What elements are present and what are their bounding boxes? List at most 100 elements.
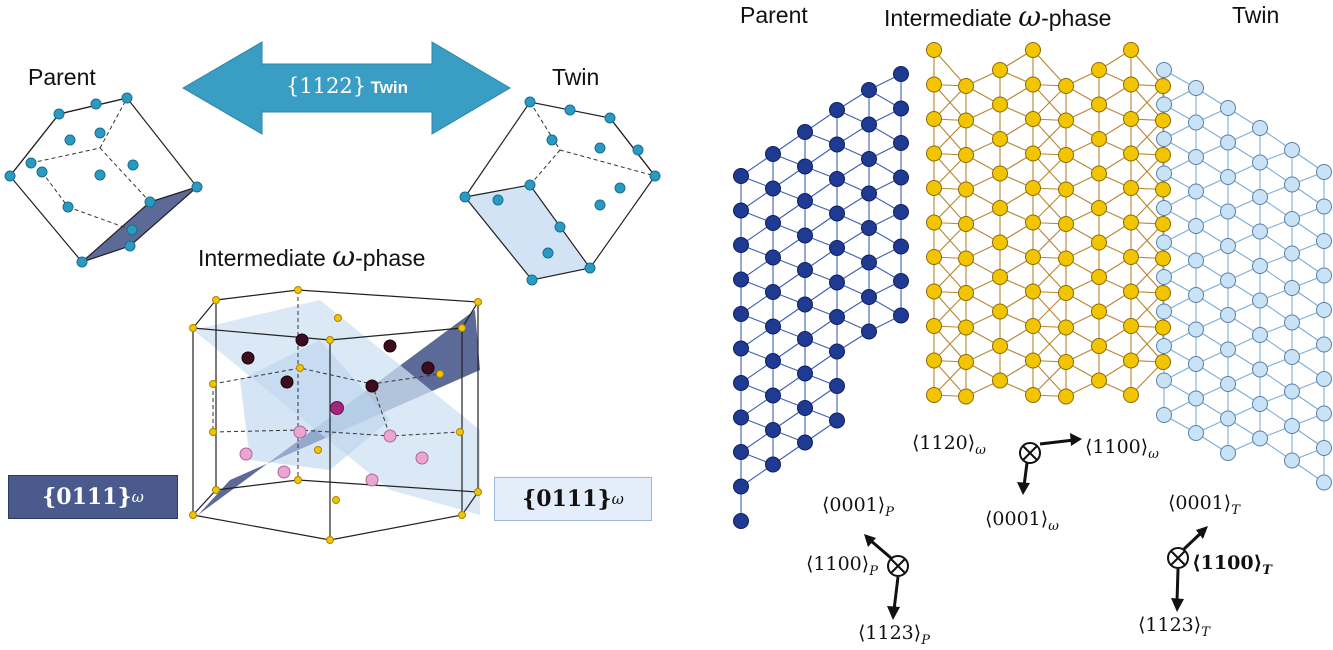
left-panel-graphics — [4, 41, 661, 544]
omega-atom — [1123, 111, 1139, 127]
twin-atom — [1156, 269, 1172, 285]
twin-atom — [1156, 96, 1172, 113]
twin-atom — [1284, 349, 1300, 365]
parent-atom — [893, 100, 909, 117]
twin-atom — [1220, 341, 1236, 358]
omega-atom — [926, 387, 942, 403]
omega-atom — [1155, 285, 1171, 301]
parent-atom — [733, 202, 749, 219]
parent-atom — [765, 318, 781, 335]
omega-atom — [1123, 318, 1139, 334]
omega-atom — [1058, 250, 1074, 267]
omega-atom — [1091, 338, 1107, 354]
omega-atom — [1123, 283, 1139, 300]
parent-atom — [797, 434, 813, 451]
twin-atom — [1188, 252, 1204, 269]
twin-atom — [1284, 418, 1300, 434]
omega-atom — [1091, 131, 1107, 147]
twin-arrow-label: {1122} Twin — [262, 74, 432, 98]
omega-atom — [926, 76, 942, 93]
omega-atom — [1155, 319, 1171, 336]
twin-atom — [1156, 234, 1172, 251]
twin-atom — [1188, 425, 1204, 441]
twin-atom — [1156, 62, 1172, 78]
left-omega-symbol: ω — [332, 240, 356, 273]
parent-atom — [765, 146, 781, 162]
omega-atom — [1058, 388, 1074, 405]
parent-atom — [829, 205, 845, 222]
direction-arrows — [864, 433, 1208, 620]
twin-atom — [1156, 407, 1172, 423]
omega-atom — [958, 216, 974, 232]
omega-atom — [992, 200, 1008, 216]
omega-atom — [1155, 78, 1171, 94]
twin-double-arrow — [182, 41, 511, 135]
twin-atom — [1156, 338, 1172, 354]
omega-atom — [958, 285, 974, 301]
left-omega-title-pre: Intermediate — [198, 245, 333, 271]
twin-unit-cell — [459, 96, 661, 286]
plane-light-sub: ω — [611, 490, 624, 508]
parent-unit-cell — [4, 92, 203, 268]
twin-atom — [1156, 165, 1172, 182]
omega-atom — [958, 319, 974, 336]
twin-atom — [1188, 218, 1204, 234]
twin-atom — [1156, 131, 1172, 147]
twin-atom — [1252, 154, 1268, 171]
parent-atom — [861, 151, 877, 167]
twin-atom — [1316, 336, 1332, 353]
twin-atom — [1188, 149, 1204, 165]
omega-atom — [1091, 200, 1107, 216]
twin-atom — [1316, 164, 1332, 180]
twin-atom — [1316, 267, 1332, 284]
parent-atom — [733, 513, 749, 529]
parent-atom — [797, 262, 813, 278]
parent-atom — [829, 412, 845, 429]
omega-phase-prism — [189, 286, 482, 544]
omega-atom — [958, 354, 974, 370]
omega-atom — [1155, 216, 1171, 232]
dir-omega-0001: ⟨0001⟩ω — [985, 508, 1059, 534]
omega-atom — [958, 250, 974, 267]
twin-atom — [1220, 272, 1236, 289]
omega-atom — [1123, 214, 1139, 231]
omega-atom — [926, 352, 942, 369]
twin-atom — [1220, 169, 1236, 185]
parent-atom — [765, 456, 781, 473]
parent-atom — [829, 136, 845, 153]
parent-atom — [797, 296, 813, 313]
omega-atom — [1025, 180, 1041, 196]
twin-atom — [1188, 356, 1204, 372]
parent-atom — [765, 215, 781, 231]
twin-atom — [1252, 396, 1268, 412]
twin-atom — [1188, 114, 1204, 131]
twin-atom — [1188, 287, 1204, 303]
parent-atom — [829, 240, 845, 256]
parent-atom — [765, 422, 781, 438]
parent-atom — [861, 289, 877, 305]
right-twin-label: Twin — [1232, 2, 1280, 28]
omega-atom — [1091, 269, 1107, 285]
omega-atom — [926, 214, 942, 231]
omega-atom — [1091, 372, 1107, 389]
parent-atom — [797, 124, 813, 140]
parent-atom — [861, 254, 877, 271]
twin-atom — [1252, 430, 1268, 447]
twin-atom — [1156, 372, 1172, 389]
twin-atom — [1284, 176, 1300, 193]
omega-atom — [1025, 387, 1041, 403]
twin-arrow-plane: {1122} — [285, 74, 367, 98]
twin-atom — [1220, 238, 1236, 254]
omega-atom — [1025, 111, 1041, 127]
dir-omega-1120: ⟨1120⟩ω — [912, 432, 986, 458]
omega-atom — [1123, 76, 1139, 93]
left-twin-label: Twin — [552, 64, 600, 90]
omega-atom — [1123, 180, 1139, 196]
twin-atom — [1284, 314, 1300, 331]
omega-atom — [926, 111, 942, 127]
parent-atom — [733, 375, 749, 391]
dir-parent-1100-text: ⟨1100⟩ — [806, 553, 870, 575]
twin-atom — [1252, 120, 1268, 136]
twin-atom — [1220, 100, 1236, 116]
omega-atom — [1025, 42, 1041, 58]
